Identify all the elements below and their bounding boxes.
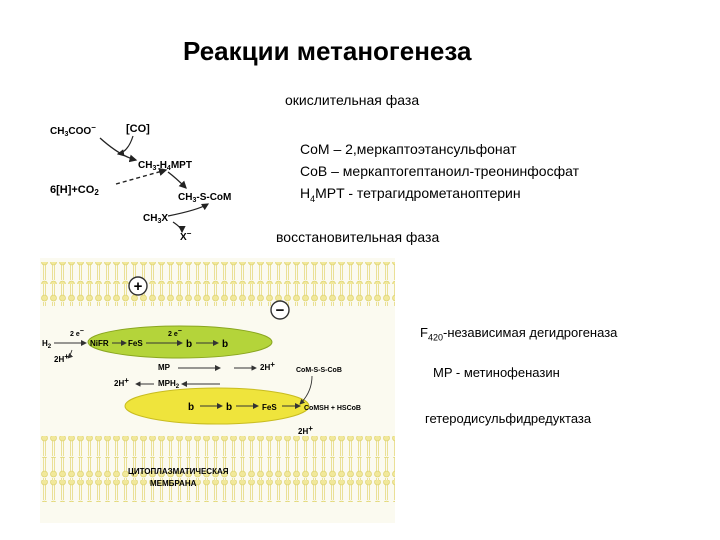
membrane-diagram: + − H2 2 e− NiFR FeS 2 e− b b 2H+ MP MPH…	[40, 258, 395, 523]
membrane-mp: MP	[158, 363, 171, 372]
membrane-b2-top: b	[222, 339, 228, 350]
scheme-x: X−	[180, 229, 192, 243]
plus-sign: +	[134, 278, 143, 295]
membrane-fes-2: FeS	[262, 403, 277, 412]
membrane-h2: H2	[42, 339, 52, 350]
scheme-ch3scom: CH3-S-CoM	[178, 192, 231, 204]
scheme-ch3h4mpt: CH3-H4MPT	[138, 160, 192, 172]
membrane-comsh: CoMSH + HSCoB	[304, 405, 361, 412]
oxidative-scheme: CH3COO− [CO] CH3-H4MPT 6[H]+CO2 CH3-S-Co…	[50, 123, 231, 243]
membrane-mph2: MPH2	[158, 379, 180, 390]
membrane-2e-2: 2 e−	[168, 328, 182, 338]
membrane-2e-1: 2 e−	[70, 328, 84, 338]
membrane-fes-1: FeS	[128, 339, 143, 348]
scheme-ch3x: CH3X	[143, 213, 168, 225]
membrane-b1-bot: b	[188, 402, 194, 413]
membrane-b1-top: b	[186, 339, 192, 350]
label-hdr: гетеродисульфидредуктаза	[425, 411, 592, 426]
legend-com: CoM – 2,меркаптоэтансульфонат	[300, 141, 517, 157]
membrane-nifr: NiFR	[90, 339, 109, 348]
reductive-phase-heading: восстановительная фаза	[276, 229, 440, 245]
oxidative-phase-heading: окислительная фаза	[285, 92, 420, 108]
plus-sign-circle: +	[128, 276, 148, 296]
minus-sign: −	[276, 302, 285, 319]
page-title: Реакции метаногенеза	[183, 36, 472, 66]
membrane-b2-bot: b	[226, 402, 232, 413]
legend-h4mpt: H4MPT - тетрагидрометаноптерин	[300, 185, 521, 204]
legend-cob: CoB – меркаптогептаноил-треонинфосфат	[300, 163, 579, 179]
membrane-label-1: ЦИТОПЛАЗМАТИЧЕСКАЯ	[128, 467, 229, 476]
scheme-co: [CO]	[126, 123, 150, 135]
membrane-label-2: МЕМБРАНА	[150, 479, 197, 488]
minus-sign-circle: −	[270, 300, 290, 320]
label-mp: MP - метинофеназин	[433, 365, 560, 380]
membrane-cob-scob: CoM-S-S-CoB	[296, 367, 342, 374]
label-f420: F420-независимая дегидрогеназа	[420, 325, 618, 343]
scheme-ch3coo: CH3COO−	[50, 123, 96, 138]
scheme-h-co2: 6[H]+CO2	[50, 184, 99, 197]
